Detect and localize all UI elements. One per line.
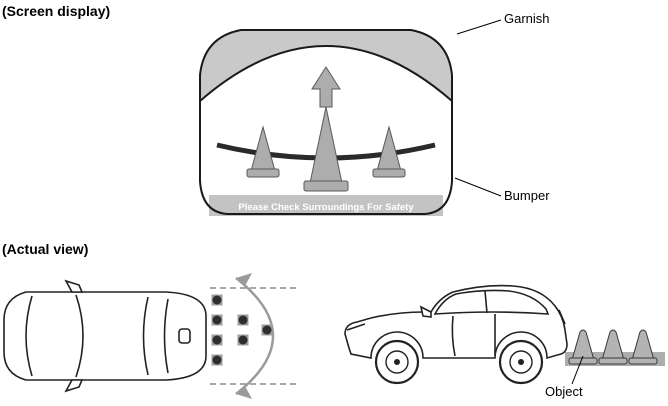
garnish-label: Garnish: [504, 11, 550, 26]
rear-window-line: [142, 296, 149, 376]
windshield-line: [75, 294, 84, 378]
garnish-edge-line: [199, 45, 453, 102]
bumper-leader-line: [454, 177, 502, 197]
side-view-car-illustration: [344, 284, 665, 385]
cone-icon: [568, 329, 598, 365]
car-window: [433, 289, 550, 315]
garnish-leader-line: [456, 19, 502, 35]
sensor-dot: [211, 354, 223, 366]
cone-icon: [246, 125, 280, 178]
sensor-dot: [211, 334, 223, 346]
camera-screen-illustration: Please Check Surroundings For Safety: [199, 29, 453, 216]
sensor-sweep-arc: [235, 277, 275, 395]
sensor-dot: [261, 324, 273, 336]
front-wheel: [374, 339, 420, 385]
cone-icon: [598, 329, 628, 365]
antenna-detail: [178, 328, 191, 344]
screen-outline: [199, 29, 453, 215]
sensor-dots: [211, 294, 273, 366]
car-body-top: [3, 291, 207, 381]
warning-bar: [209, 195, 443, 216]
warning-text: Please Check Surroundings For Safety: [238, 202, 414, 213]
rear-wheel: [498, 339, 544, 385]
hood-line: [25, 295, 33, 377]
cone-icon: [303, 106, 349, 192]
bumper-label: Bumper: [504, 188, 550, 203]
sensor-dot: [211, 314, 223, 326]
taillight-line: [558, 309, 566, 325]
door-line-front: [451, 315, 456, 357]
hatch-line: [163, 298, 169, 374]
arc-arrowhead-bottom: [236, 386, 252, 399]
mirror-top: [64, 279, 84, 293]
cone-icon: [372, 125, 406, 178]
b-pillar-line: [484, 290, 488, 314]
sensor-dot: [237, 334, 249, 346]
cone-icon: [628, 329, 658, 365]
object-label: Object: [545, 384, 583, 399]
arc-arrowhead-top: [236, 273, 252, 286]
actual-view-heading: (Actual view): [2, 241, 89, 257]
top-view-car-illustration: [3, 273, 300, 399]
side-mirror: [419, 305, 432, 318]
mirror-bottom: [64, 379, 84, 393]
object-cones: [568, 329, 658, 365]
sensor-dot: [211, 294, 223, 306]
screen-display-heading: (Screen display): [2, 3, 111, 19]
sensor-dot: [237, 314, 249, 326]
garnish-area: [200, 30, 452, 101]
headlight-line: [346, 323, 366, 331]
